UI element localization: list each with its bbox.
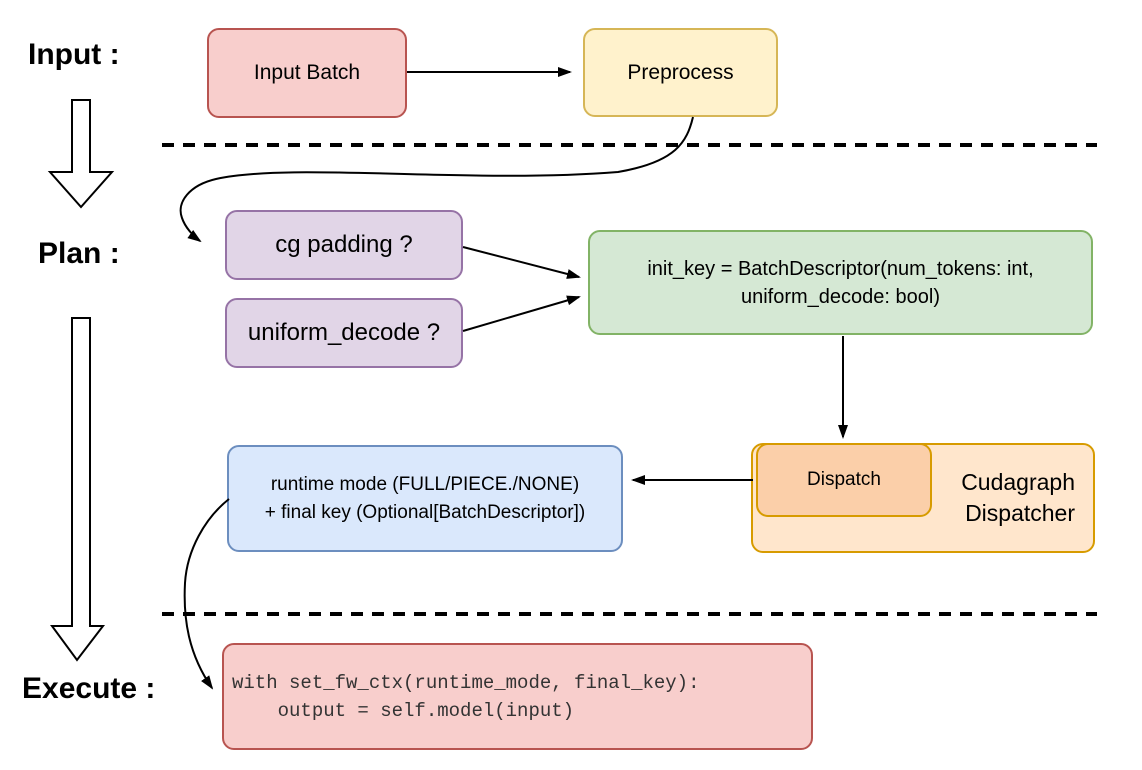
node-uniform-decode: uniform_decode ? [225,298,463,368]
node-cg-padding-label: cg padding ? [275,231,413,258]
execute-code-line2: output = self.model(input) [232,699,575,722]
node-init-key-line2: uniform_decode: bool) [740,285,940,308]
node-cudagraph-dispatcher-line1: Cudagraph [961,469,1075,495]
node-dispatch-label: Dispatch [807,469,881,490]
hollow-arrow-input-to-plan [47,99,115,209]
node-runtime-output-line1: runtime mode (FULL/PIECE./NONE) [270,473,580,495]
node-init-key: init_key = BatchDescriptor(num_tokens: i… [588,230,1093,335]
node-preprocess: Preprocess [583,28,778,117]
node-input-batch-label: Input Batch [253,61,361,84]
node-uniform-decode-label: uniform_decode ? [247,319,441,346]
node-runtime-output-line2: + final key (Optional[BatchDescriptor]) [264,501,586,523]
node-cg-padding: cg padding ? [225,210,463,280]
node-init-key-line1: init_key = BatchDescriptor(num_tokens: i… [647,257,1034,280]
section-label-input: Input : [28,38,120,71]
node-preprocess-label: Preprocess [627,60,734,84]
node-execute-code: with set_fw_ctx(runtime_mode, final_key)… [222,643,813,750]
section-label-execute: Execute : [22,672,156,705]
node-dispatch: Dispatch [756,443,932,517]
node-input-batch: Input Batch [207,28,407,118]
section-label-plan: Plan : [38,237,120,270]
node-cudagraph-dispatcher-line2: Dispatcher [965,500,1075,526]
connector-uniform-decode-to-init-key [462,295,581,332]
node-runtime-output: runtime mode (FULL/PIECE./NONE) + final … [227,445,623,552]
connector-cg-padding-to-init-key [462,246,581,279]
hollow-arrow-plan-to-execute [50,317,106,662]
execute-code-line1: with set_fw_ctx(runtime_mode, final_key)… [232,671,700,694]
